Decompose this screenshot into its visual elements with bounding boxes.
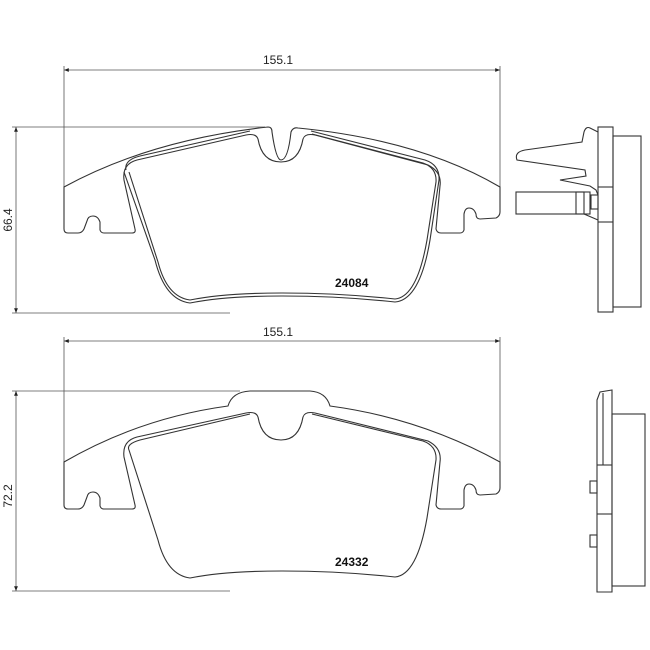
pad-2-part-number: 24332 xyxy=(335,555,369,569)
pad-1-part-number: 24084 xyxy=(335,276,369,290)
pad-2-height-dimension: 72.2 xyxy=(1,390,240,592)
pad-1-backplate xyxy=(63,126,501,234)
pad-1-height-label: 66.4 xyxy=(1,208,15,232)
pad-2-friction-material xyxy=(127,413,437,579)
pad-2-backplate xyxy=(63,390,501,510)
pad-1-width-label: 155.1 xyxy=(263,53,293,67)
pad-2-width-dimension: 155.1 xyxy=(63,325,501,462)
pad-1-height-dimension: 66.4 xyxy=(1,126,265,314)
pad-1-width-dimension: 155.1 xyxy=(63,53,501,190)
pad-1-friction-material xyxy=(123,130,440,304)
pad-1-side-view xyxy=(515,126,642,313)
pad-1: 155.1 66.4 24084 xyxy=(1,53,642,314)
pad-2-side-view xyxy=(589,389,646,593)
pad-2-height-label: 72.2 xyxy=(1,484,15,508)
pad-2-width-label: 155.1 xyxy=(263,325,293,339)
pad-2: 155.1 72.2 24332 xyxy=(1,325,646,593)
